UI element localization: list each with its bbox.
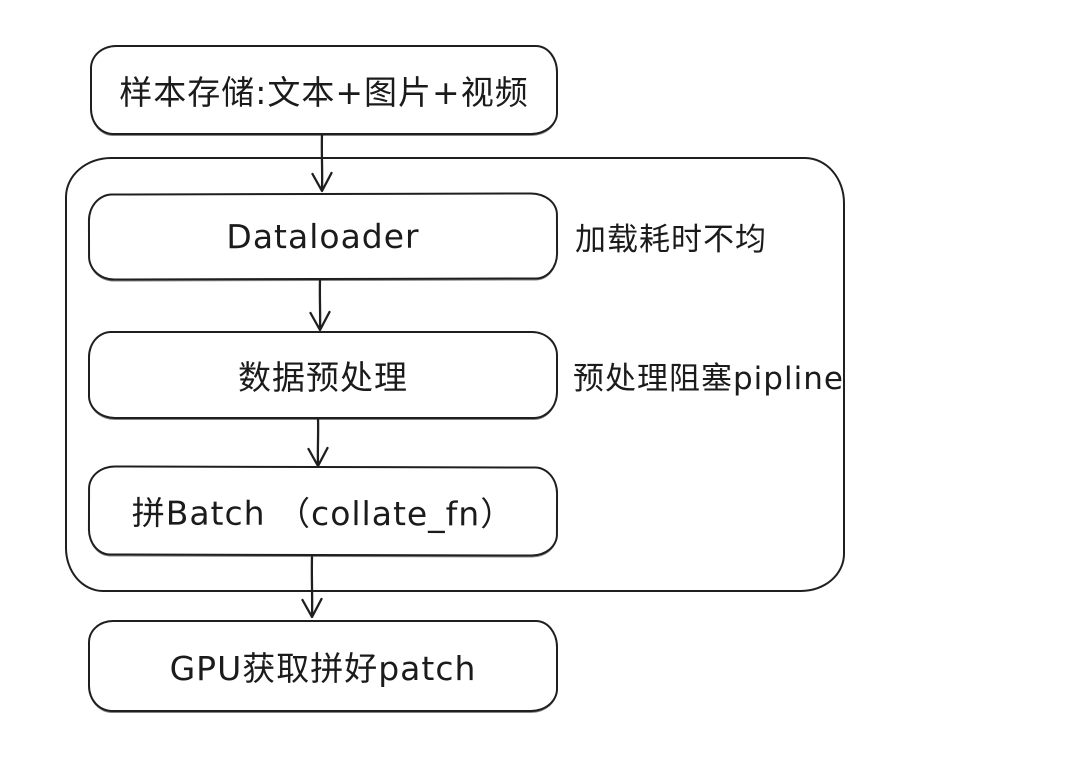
node-sample-storage: 样本存储:文本+图片+视频 (90, 45, 558, 135)
node-gpu-fetch: GPU获取拼好patch (88, 620, 558, 712)
node-dataloader: Dataloader (87, 192, 559, 281)
arrow-down-icon (309, 279, 331, 332)
node-collate-batch-label: 拼Batch （collate_fn） (131, 493, 515, 534)
node-gpu-fetch-label: GPU获取拼好patch (169, 649, 477, 688)
arrow-down-icon (311, 133, 333, 193)
arrow-down-icon (301, 556, 323, 619)
annotation-loading-uneven-text: 加载耗时不均 (575, 222, 767, 258)
annotation-preprocess-blocks-pipeline: 预处理阻塞pipline (573, 331, 844, 419)
node-data-preprocess-label: 数据预处理 (238, 358, 408, 397)
annotation-preprocess-blocks-pipeline-text: 预处理阻塞pipline (573, 360, 844, 397)
node-data-preprocess: 数据预处理 (88, 331, 558, 419)
node-sample-storage-label: 样本存储:文本+图片+视频 (119, 73, 529, 112)
node-collate-batch: 拼Batch （collate_fn） (87, 465, 559, 557)
pipeline-group-box (65, 157, 845, 592)
node-dataloader-label: Dataloader (226, 216, 420, 257)
arrow-down-icon (307, 417, 329, 468)
annotation-loading-uneven: 加载耗时不均 (575, 193, 767, 280)
